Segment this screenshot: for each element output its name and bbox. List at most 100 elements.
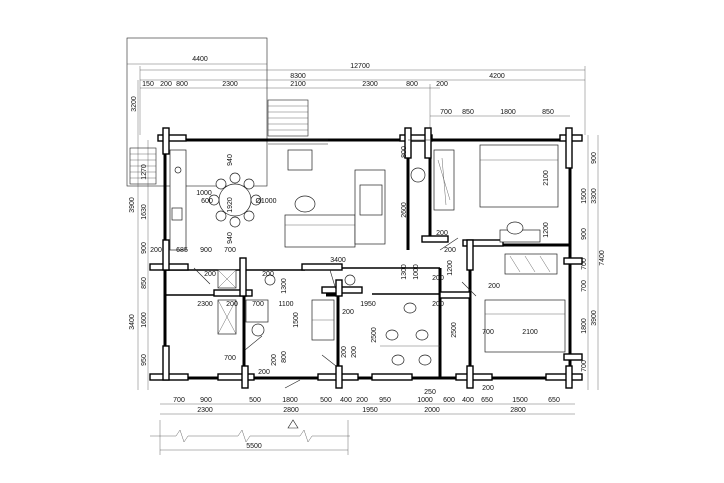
dim-int-1000: 1000 [196, 190, 212, 197]
right-dimension-lines: 900 1500 3300 900 700 7400 700 1800 3900… [581, 135, 606, 390]
dim-right-1500: 1500 [581, 188, 588, 204]
dim-bot2-2000: 2000 [424, 407, 440, 414]
dim-int-600: 600 [201, 198, 213, 205]
dim-int-700: 700 [224, 247, 236, 254]
dim-b1-1000: 1000 [413, 264, 420, 280]
bottom-dimension-lines: 700 900 500 1800 500 400 200 950 1000 60… [150, 397, 575, 455]
dim-b2-200a: 200 [488, 283, 500, 290]
sofa-icon [284, 214, 356, 248]
dim-bottom-overall: 5500 [246, 443, 262, 450]
dim-b2-1200: 1200 [447, 260, 454, 276]
openings [193, 139, 477, 389]
dim-right-7400: 7400 [599, 250, 606, 266]
dim-left-1600: 1600 [141, 312, 148, 328]
dim-bot2-1950: 1950 [362, 407, 378, 414]
dim-b2-2500: 2500 [451, 322, 458, 338]
dim-bot-700: 700 [173, 397, 185, 404]
dim-bot-900: 900 [200, 397, 212, 404]
lamp-icon [410, 167, 426, 183]
dim-b1-2600: 2600 [401, 202, 408, 218]
dining-table-icon [218, 183, 252, 217]
dim-left-900: 900 [141, 242, 148, 254]
dim-rt-1800: 1800 [500, 109, 516, 116]
dim-right-700a: 700 [581, 258, 588, 270]
dim-top-2100: 2100 [290, 81, 306, 88]
dim-core-200h: 200 [204, 271, 216, 278]
dim-int-940b: 940 [227, 232, 234, 244]
dim-bot-1500: 1500 [512, 397, 528, 404]
bed-icon [479, 144, 559, 208]
top-dimension-lines: 4400 12700 8300 4200 150 200 800 2300 21… [126, 37, 586, 187]
dim-terrace: 4400 [192, 56, 208, 63]
living-furniture [169, 149, 386, 251]
dim-bot-650b: 650 [548, 397, 560, 404]
wall-posts [149, 127, 583, 389]
dim-bot-1000: 1000 [417, 397, 433, 404]
dim-core-250: 250 [424, 389, 436, 396]
dim-core-200f: 200 [351, 346, 358, 358]
dim-int-900: 900 [200, 247, 212, 254]
utility-fixtures [217, 269, 356, 337]
dim-bot2-2300: 2300 [197, 407, 213, 414]
dim-b2-700: 700 [482, 329, 494, 336]
dim-core-200d: 200 [271, 354, 278, 366]
dim-bot-950: 950 [379, 397, 391, 404]
dim-core-800: 800 [281, 351, 288, 363]
dim-right-700b: 700 [581, 280, 588, 292]
dim-int-diam: Ø1000 [255, 198, 276, 205]
dim-right-900b: 900 [581, 228, 588, 240]
dim-b2-2100: 2100 [522, 329, 538, 336]
bedroom-furniture [410, 144, 566, 353]
dim-core-1950: 1950 [360, 301, 376, 308]
dim-top-2300a: 2300 [222, 81, 238, 88]
dim-bot2-2800a: 2800 [283, 407, 299, 414]
dim-top-8300: 8300 [290, 73, 306, 80]
dim-rt-850b: 850 [542, 109, 554, 116]
dim-bot-650a: 650 [481, 397, 493, 404]
stove-icon [287, 149, 313, 171]
terrace-outline [126, 37, 268, 187]
dim-b2-200b: 200 [432, 301, 444, 308]
dim-left-3900: 3900 [129, 197, 136, 213]
dim-core-1100: 1100 [278, 301, 293, 308]
dim-right-3900: 3900 [591, 310, 598, 326]
dim-core-200b: 200 [262, 271, 274, 278]
dim-top-4200: 4200 [489, 73, 505, 80]
bed2-icon [484, 299, 566, 353]
dim-right-3300: 3300 [591, 188, 598, 204]
dim-bot-1800: 1800 [282, 397, 298, 404]
dim-bot-600: 600 [443, 397, 455, 404]
dim-left-950: 950 [141, 354, 148, 366]
dim-int-3400: 3400 [330, 257, 346, 264]
dim-bot-200: 200 [356, 397, 368, 404]
fan-icon [264, 274, 276, 286]
dim-core-700a: 700 [252, 301, 264, 308]
dim-rt-700: 700 [440, 109, 452, 116]
dim-left-3200: 3200 [131, 96, 138, 112]
dim-core-200e: 200 [341, 346, 348, 358]
dim-int-685: 685 [176, 247, 188, 254]
dim-top-150: 150 [142, 81, 154, 88]
dim-right-900: 900 [591, 152, 598, 164]
dim-core-200g: 200 [432, 275, 444, 282]
dim-top-800b: 800 [406, 81, 418, 88]
dim-int-200: 200 [150, 247, 162, 254]
dim-b1-1300: 1300 [401, 264, 408, 280]
dim-left-1630: 1630 [141, 204, 148, 220]
dim-bot2-2800b: 2800 [510, 407, 526, 414]
dim-core-200a: 200 [226, 301, 238, 308]
dim-core-700b: 700 [224, 355, 236, 362]
dim-top-200b: 200 [436, 81, 448, 88]
dim-core-2300: 2300 [197, 301, 213, 308]
dim-b2-200c: 200 [482, 385, 494, 392]
dim-left-3400: 3400 [129, 314, 136, 330]
dim-right-700c: 700 [581, 360, 588, 372]
bathroom-fixtures [311, 299, 440, 366]
dim-top-200a: 200 [160, 81, 172, 88]
dim-rt-850a: 850 [462, 109, 474, 116]
dim-right-1800: 1800 [581, 318, 588, 334]
dim-int-1920: 1920 [227, 197, 234, 213]
dim-b1-200a: 200 [436, 230, 448, 237]
dim-bot-400a: 400 [340, 397, 352, 404]
